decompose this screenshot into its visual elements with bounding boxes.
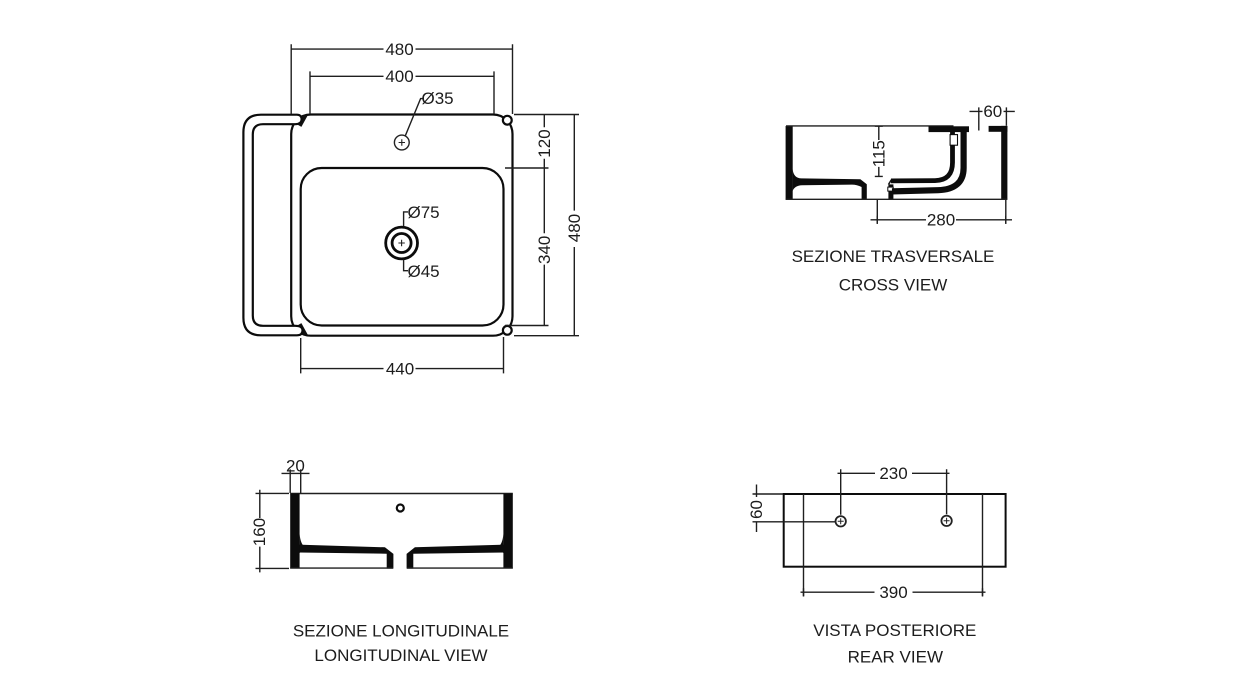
svg-text:440: 440 <box>386 359 414 378</box>
svg-text:Ø35: Ø35 <box>422 89 454 108</box>
svg-text:480: 480 <box>565 214 584 242</box>
svg-text:120: 120 <box>535 129 554 157</box>
svg-text:LONGITUDINAL VIEW: LONGITUDINAL VIEW <box>314 646 487 665</box>
svg-text:REAR VIEW: REAR VIEW <box>848 648 943 667</box>
svg-text:400: 400 <box>385 67 413 86</box>
svg-text:390: 390 <box>879 583 907 602</box>
svg-text:60: 60 <box>983 102 1002 121</box>
svg-text:230: 230 <box>879 464 907 483</box>
svg-text:Ø75: Ø75 <box>408 203 440 222</box>
svg-text:160: 160 <box>250 518 269 546</box>
svg-text:340: 340 <box>535 236 554 264</box>
svg-text:280: 280 <box>927 211 955 230</box>
svg-text:480: 480 <box>385 40 413 59</box>
svg-text:20: 20 <box>286 456 305 475</box>
svg-text:60: 60 <box>747 500 766 519</box>
svg-text:SEZIONE TRASVERSALE: SEZIONE TRASVERSALE <box>792 247 995 266</box>
svg-text:Ø45: Ø45 <box>408 262 440 281</box>
svg-text:VISTA POSTERIORE: VISTA POSTERIORE <box>813 621 976 640</box>
svg-text:CROSS VIEW: CROSS VIEW <box>839 276 948 295</box>
svg-text:SEZIONE LONGITUDINALE: SEZIONE LONGITUDINALE <box>293 622 509 641</box>
svg-text:115: 115 <box>869 140 888 167</box>
